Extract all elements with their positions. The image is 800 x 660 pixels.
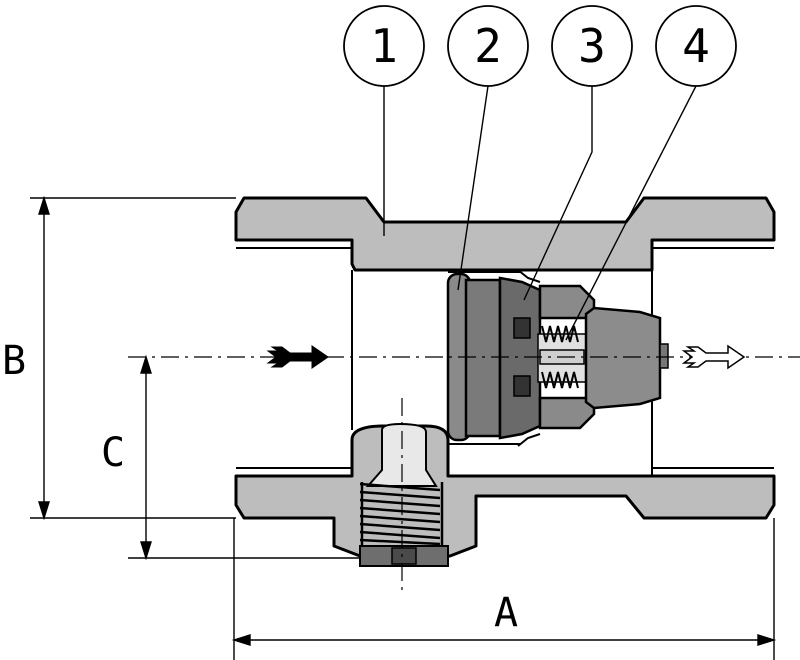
valve-body	[234, 196, 776, 567]
leader-4	[565, 85, 697, 341]
retainer-pin	[659, 343, 669, 369]
spring-guide	[538, 284, 596, 430]
dimension-label-b: B	[2, 338, 26, 384]
valve-disc	[464, 269, 542, 447]
centerlines	[128, 356, 800, 590]
leader-2	[457, 85, 489, 291]
solid-arrow-icon	[266, 345, 329, 369]
callout-4: 4	[682, 19, 710, 73]
body-upper-wall	[234, 196, 776, 272]
leader-3	[523, 86, 593, 301]
dimension-label-a: A	[494, 590, 518, 636]
body-lower-wall	[234, 424, 776, 558]
dimension-label-c: C	[101, 430, 125, 476]
callout-2: 2	[474, 19, 502, 73]
hollow-arrow-icon	[681, 344, 746, 370]
callout-1: 1	[370, 19, 398, 73]
dimension-lines	[30, 195, 777, 660]
drain-thread	[359, 482, 444, 546]
callout-balloons: 1 2 3 4	[343, 5, 737, 341]
callout-3: 3	[578, 19, 606, 73]
retainer-cone	[584, 306, 662, 410]
